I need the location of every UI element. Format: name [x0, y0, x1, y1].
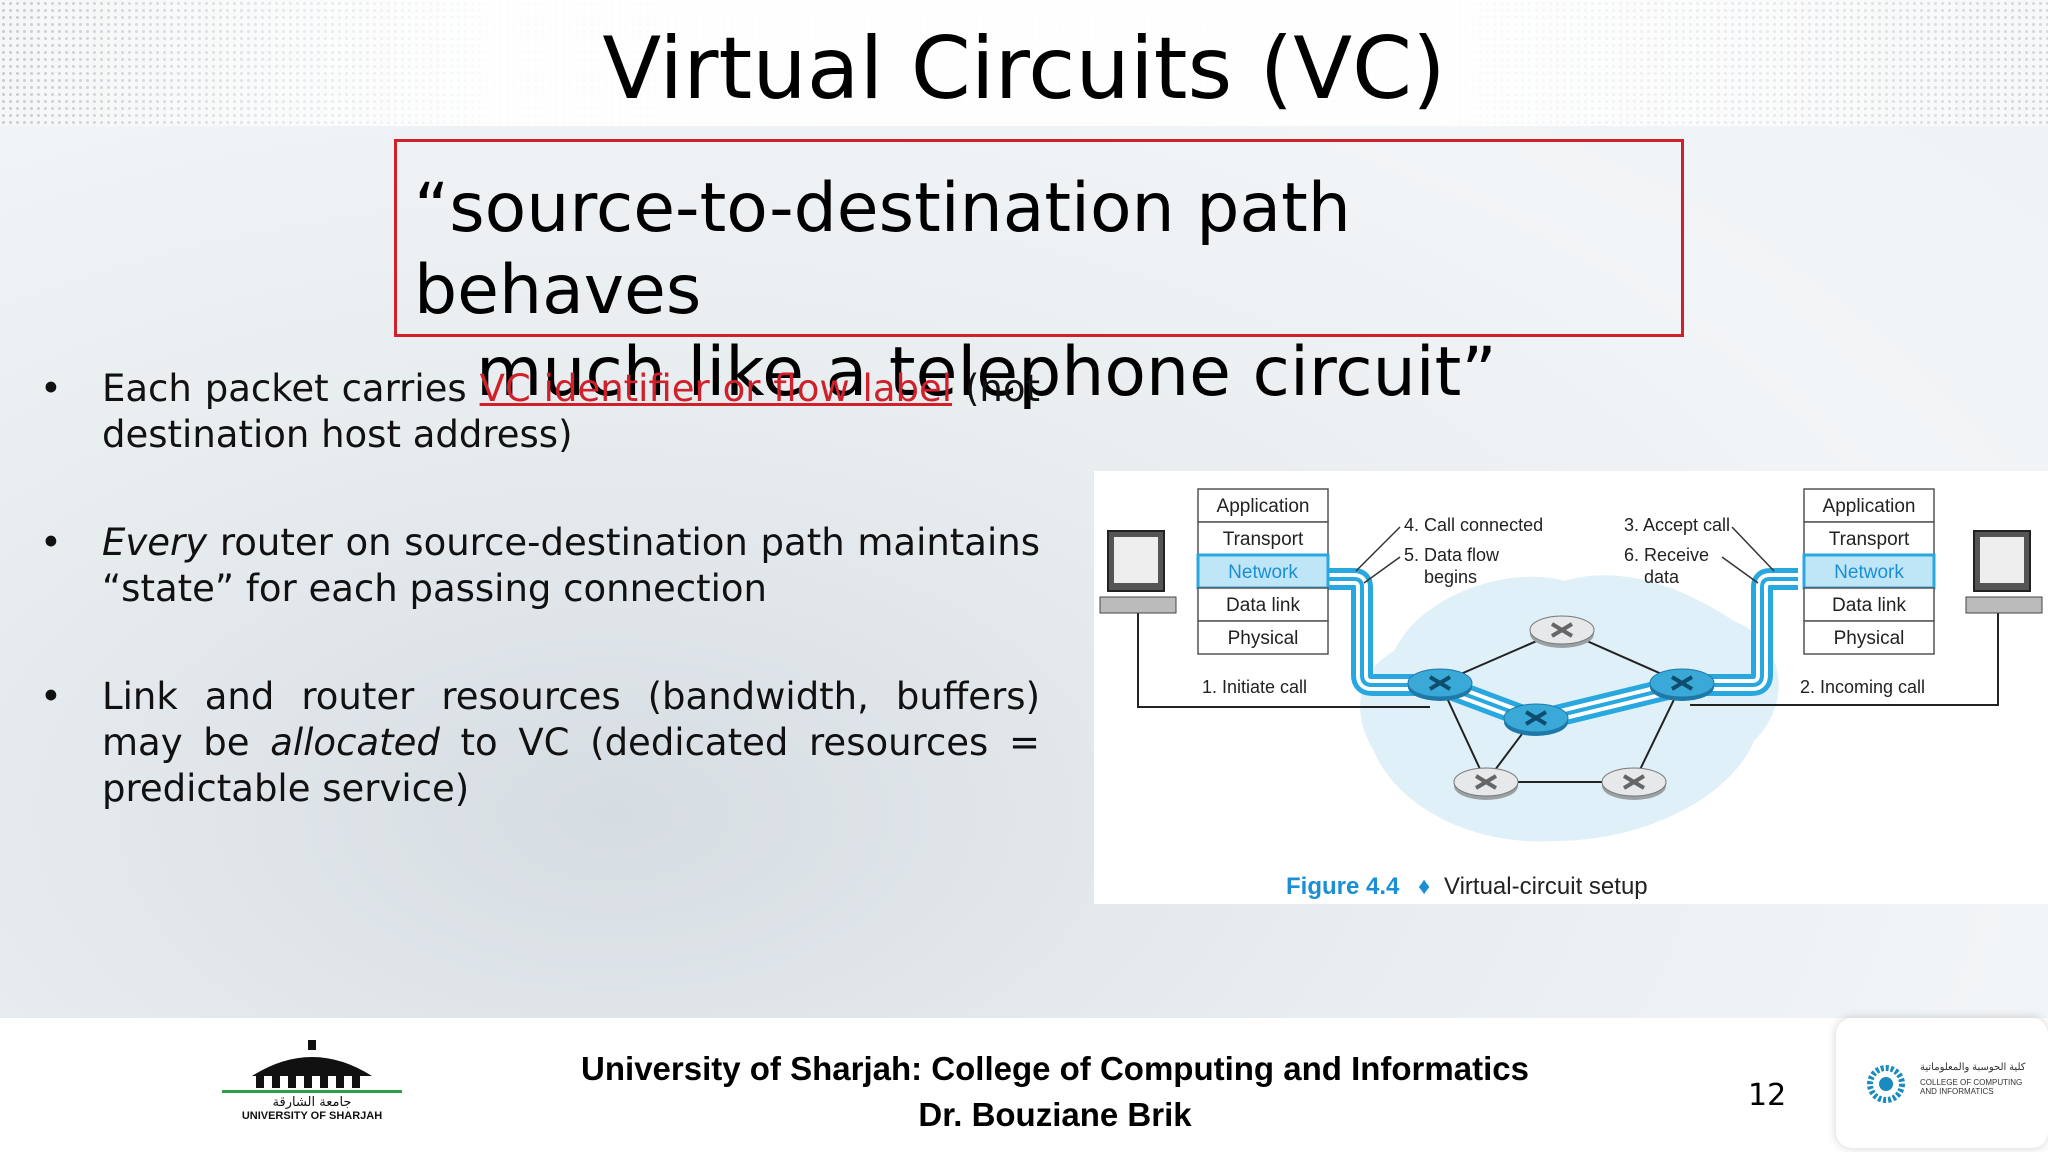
- college-logo-english-2: AND INFORMATICS: [1920, 1087, 1994, 1096]
- stack-layer-box: [1803, 521, 1935, 556]
- stack-layer-label: Data link: [1832, 595, 1906, 616]
- quote-line-2: much like a telephone circuit”: [476, 333, 1497, 412]
- bullet-text: (not destination host address): [102, 367, 1040, 456]
- stack-layer-label: Physical: [1228, 628, 1299, 649]
- university-logo: جامعة الشارقة UNIVERSITY OF SHARJAH: [222, 1040, 402, 1120]
- router-icon: [1601, 767, 1667, 800]
- university-logo-dome: [252, 1057, 372, 1076]
- college-logo-english-1: COLLEGE OF COMPUTING: [1920, 1078, 2023, 1087]
- university-logo-english: UNIVERSITY OF SHARJAH: [242, 1110, 382, 1120]
- annotation-accept-call: 3. Accept call: [1624, 515, 1730, 535]
- stack-layer-box: [1197, 488, 1329, 523]
- router-icon: [1529, 615, 1595, 648]
- stack-layer-box: [1803, 488, 1935, 523]
- quote-box: [394, 139, 1684, 337]
- annotation-call-connected: 4. Call connected: [1404, 515, 1543, 535]
- stack-layer-label: Data link: [1226, 595, 1300, 616]
- router-icon: [1453, 767, 1519, 800]
- bullet-list: • Each packet carries VC identifier or f…: [40, 366, 1040, 874]
- figure-annotations: 1. Initiate call 2. Incoming call 3. Acc…: [1202, 515, 1925, 697]
- caption-label: Figure 4.4: [1286, 873, 1400, 900]
- footer-institution: University of Sharjah: College of Comput…: [581, 1050, 1529, 1087]
- footer-credit: University of Sharjah: College of Comput…: [540, 1046, 1570, 1138]
- caption-separator: ♦: [1418, 873, 1430, 900]
- router-icon: [1503, 703, 1569, 736]
- annotation-leaders: [1355, 526, 1775, 584]
- bullet-item-router-state: • Every router on source-destination pat…: [40, 520, 1040, 612]
- stack-layer-label: Transport: [1829, 529, 1910, 550]
- annotation-incoming-call: 2. Incoming call: [1800, 677, 1925, 697]
- stack-layer-label: Physical: [1834, 628, 1905, 649]
- stack-layer-label: Application: [1823, 496, 1916, 517]
- university-logo-arabic: جامعة الشارقة: [273, 1095, 352, 1110]
- bullet-item-vc-identifier: • Each packet carries VC identifier or f…: [40, 366, 1040, 458]
- computer-icon: [1965, 530, 2043, 614]
- computer-icon: [1099, 530, 1177, 614]
- stack-layer-box: [1802, 553, 1936, 590]
- annotation-data-flow: 5. Data flow: [1404, 545, 1500, 565]
- bullet-glyph: •: [40, 675, 62, 718]
- stack-layer-box: [1803, 620, 1935, 655]
- stack-layer-label: Network: [1228, 562, 1298, 583]
- annotation-receive-data: data: [1644, 567, 1680, 587]
- annotation-initiate-call: 1. Initiate call: [1202, 677, 1307, 697]
- quote-text: “source-to-destination path behaves much…: [414, 168, 1654, 414]
- bullet-text: Each packet carries: [102, 367, 480, 410]
- quote-line-1: “source-to-destination path behaves: [414, 169, 1351, 330]
- router-icon: [1649, 668, 1715, 701]
- caption-text: Virtual-circuit setup: [1444, 873, 1648, 900]
- bullet-emphasis: allocated: [270, 721, 440, 764]
- college-logo-card: كلية الحوسبة والمعلوماتية COLLEGE OF COM…: [1836, 1018, 2048, 1148]
- header-fade: [0, 0, 2048, 126]
- college-logo-icon: [1867, 1065, 1905, 1103]
- footer-author: Dr. Bouziane Brik: [918, 1096, 1192, 1133]
- bullet-glyph: •: [40, 367, 62, 410]
- slide-title: Virtual Circuits (VC): [602, 19, 1446, 119]
- stack-layer-box: [1197, 521, 1329, 556]
- bullet-glyph: •: [40, 521, 62, 564]
- college-logo-arabic: كلية الحوسبة والمعلوماتية: [1920, 1062, 2026, 1073]
- page-number: 12: [1748, 1078, 1787, 1113]
- bullet-emphasis: Every: [102, 521, 208, 564]
- stack-layer-label: Application: [1217, 496, 1310, 517]
- annotation-data-flow-begins: begins: [1424, 567, 1477, 587]
- vc-identifier-link[interactable]: VC identifier or flow label: [479, 367, 953, 410]
- figure-caption: Figure 4.4 ♦ Virtual-circuit setup: [1286, 873, 1648, 900]
- stack-layer-label: Transport: [1223, 529, 1304, 550]
- stack-layer-label: Network: [1834, 562, 1904, 583]
- bullet-text: to VC (dedicated resources = predictable…: [102, 721, 1041, 810]
- annotation-receive: 6. Receive: [1624, 545, 1709, 565]
- router-icon: [1407, 668, 1473, 701]
- bullet-text: Link and router resources (bandwidth, bu…: [102, 675, 1040, 764]
- footer: جامعة الشارقة UNIVERSITY OF SHARJAH: [0, 1018, 2048, 1152]
- stack-layer-box: [1197, 620, 1329, 655]
- bullet-text: router on source-destination path mainta…: [102, 521, 1040, 610]
- router-icons: [1407, 615, 1715, 800]
- bullet-item-resources: • Link and router resources (bandwidth, …: [40, 674, 1040, 812]
